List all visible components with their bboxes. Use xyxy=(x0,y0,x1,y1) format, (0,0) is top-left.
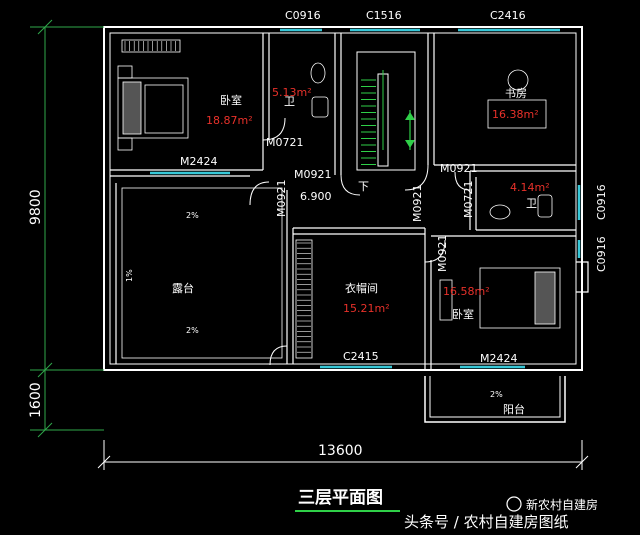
bathroom-2-name: 卫 xyxy=(526,197,537,210)
slope-mark-1: 2% xyxy=(186,211,199,220)
elevation-mark: 6.900 xyxy=(300,190,332,203)
bed-2-side-unit xyxy=(439,279,453,321)
door-swing-study xyxy=(404,164,429,191)
sink-2 xyxy=(489,204,511,220)
bed-2-headboard xyxy=(534,271,556,325)
toilet-2 xyxy=(537,194,553,218)
label-c0916-top: C0916 xyxy=(285,9,321,22)
bathroom-1-area: 5.13m² xyxy=(272,86,312,99)
door-swing-bath2 xyxy=(454,171,471,191)
label-c2415: C2415 xyxy=(343,350,379,363)
closet-rack xyxy=(295,239,313,359)
study-name: 书房 xyxy=(505,87,527,100)
bedroom-2-name: 卧室 xyxy=(452,307,474,321)
outer-wall-main xyxy=(103,26,583,371)
door-swing-closet xyxy=(424,239,446,263)
study-desk xyxy=(487,99,547,129)
furniture xyxy=(117,39,561,359)
stair-down-mark: 下 xyxy=(358,180,369,193)
exterior-walls xyxy=(103,26,589,423)
dimension-height-main: 9800 xyxy=(28,189,44,225)
study-chair xyxy=(507,69,529,91)
watermark-source: 头条号 / 农村自建房图纸 xyxy=(404,513,569,531)
label-m2424-left: M2424 xyxy=(180,155,218,168)
bed-1 xyxy=(117,77,189,139)
label-m0921-closet: M0921 xyxy=(436,235,449,273)
watermark-channel: 新农村自建房 xyxy=(526,497,598,512)
label-m0921-hall: M0921 xyxy=(294,168,332,181)
interior-walls xyxy=(110,33,576,370)
door-swings xyxy=(249,117,471,366)
sink-1 xyxy=(311,96,329,118)
closet-area: 15.21m² xyxy=(343,302,390,315)
watermark-logo-icon xyxy=(506,496,522,512)
door-swing-hall xyxy=(249,181,270,206)
door-swing-stair xyxy=(340,174,361,196)
label-m0921-left: M0921 xyxy=(275,180,288,218)
label-m0721-bath: M0721 xyxy=(266,136,304,149)
slope-mark-2: 2% xyxy=(186,326,199,335)
dimension-width-total: 13600 xyxy=(318,443,363,459)
door-swing-bath1 xyxy=(262,117,286,141)
toilet-1 xyxy=(310,62,326,84)
label-m0921-right: M0921 xyxy=(440,162,478,175)
label-c0916-right-b: C0916 xyxy=(595,236,608,272)
label-c2416: C2416 xyxy=(490,9,526,22)
balcony-rail-inner xyxy=(429,376,561,418)
label-m2424-right: M2424 xyxy=(480,352,518,365)
dimension-lines xyxy=(30,19,589,470)
label-c0916-right-a: C0916 xyxy=(595,184,608,220)
wardrobe-1 xyxy=(121,39,181,53)
bathroom-1-name: 卫 xyxy=(284,95,295,108)
bed-1-headboard xyxy=(122,81,142,135)
label-m0921-stair: M0921 xyxy=(411,185,424,223)
closet-name: 衣帽间 xyxy=(345,281,378,295)
watermark: 新农村自建房 头条号 / 农村自建房图纸 xyxy=(404,496,598,531)
outer-wall-inner-line xyxy=(109,32,577,365)
bedroom-2-area: 16.58m² xyxy=(443,285,490,298)
dimension-height-balcony: 1600 xyxy=(28,382,44,418)
bedroom-1-area: 18.87m² xyxy=(206,114,253,127)
terrace-side-mark: 1% xyxy=(125,269,134,282)
balcony-name: 阳台 xyxy=(503,402,525,416)
bathroom-2-area: 4.14m² xyxy=(510,181,550,194)
terrace-name: 露台 xyxy=(172,281,194,295)
windows xyxy=(150,28,581,369)
right-bay-wall xyxy=(576,261,589,293)
bed-1-mattress xyxy=(144,84,184,134)
staircase xyxy=(356,51,416,171)
bed-2 xyxy=(479,267,561,329)
balcony-rail xyxy=(424,376,566,423)
label-m0721-right: M0721 xyxy=(462,181,475,219)
slope-mark-3: 2% xyxy=(490,390,503,399)
bedroom-1-name: 卧室 xyxy=(220,93,242,107)
label-c1516: C1516 xyxy=(366,9,402,22)
study-area: 16.38m² xyxy=(492,108,539,121)
door-swing-terrace xyxy=(269,345,288,366)
drawing-title: 三层平面图 xyxy=(298,488,383,508)
